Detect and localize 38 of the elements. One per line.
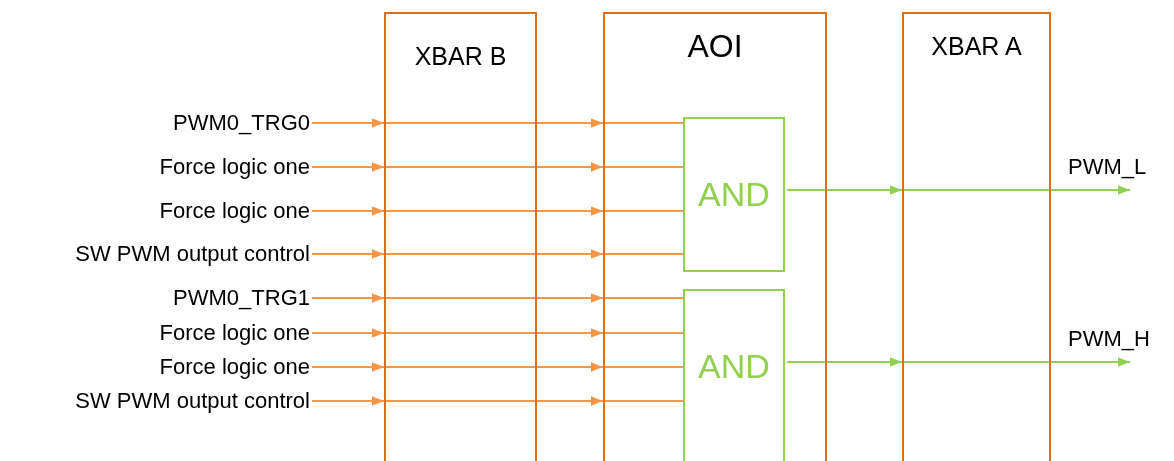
module-title: XBAR A (930, 33, 1023, 59)
signal-arrow (384, 362, 604, 372)
signal-arrow (384, 328, 604, 338)
signal-arrow (902, 357, 1131, 367)
signal-label: SW PWM output control (75, 241, 310, 267)
signal-label: PWM0_TRG0 (173, 110, 310, 136)
and-gate-box (683, 289, 785, 461)
signal-arrow (786, 185, 903, 195)
signal-label: Force logic one (159, 320, 310, 346)
module-title: AOI (686, 30, 744, 62)
signal-arrow (311, 249, 385, 259)
signal-arrow (786, 357, 903, 367)
module-title: XBAR B (413, 43, 508, 69)
signal-arrow (902, 185, 1131, 195)
signal-arrow (311, 206, 385, 216)
signal-arrow (311, 328, 385, 338)
signal-label: Force logic one (159, 154, 310, 180)
signal-arrow (384, 206, 604, 216)
signal-arrow (311, 162, 385, 172)
signal-arrow (384, 118, 604, 128)
module-box (902, 12, 1051, 461)
module-box (384, 12, 537, 461)
signal-arrow (311, 362, 385, 372)
signal-label: PWM0_TRG1 (173, 285, 310, 311)
signal-label: Force logic one (159, 198, 310, 224)
signal-arrow (384, 293, 604, 303)
signal-arrow (384, 162, 604, 172)
signal-arrow (311, 118, 385, 128)
signal-arrow (384, 396, 604, 406)
signal-label: SW PWM output control (75, 388, 310, 414)
signal-arrow (311, 396, 385, 406)
signal-label: Force logic one (159, 354, 310, 380)
gate-label: AND (697, 177, 771, 211)
module-box (603, 12, 827, 461)
signal-arrow (311, 293, 385, 303)
gate-label: AND (697, 349, 771, 383)
signal-arrow (384, 249, 604, 259)
and-gate-box (683, 117, 785, 272)
